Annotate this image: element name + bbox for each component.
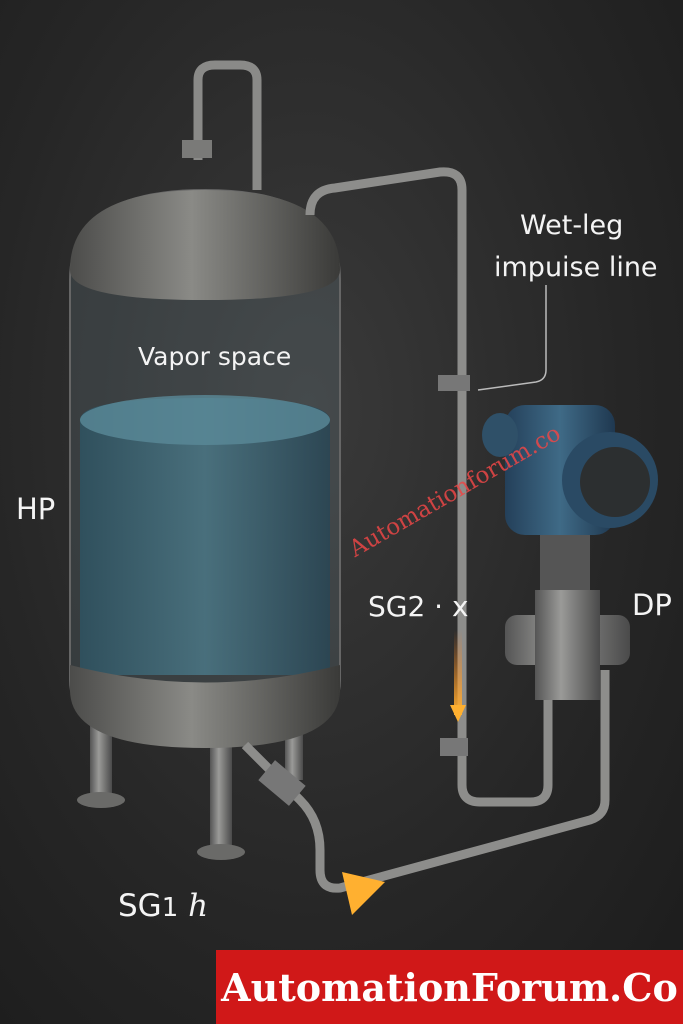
- dp-label: DP: [632, 588, 672, 622]
- arrow-down-icon: [450, 705, 466, 722]
- sg2-label: SG2 · x: [368, 590, 469, 623]
- site-banner: AutomationForum.Co: [216, 950, 683, 1024]
- banner-text: AutomationForum.Co: [221, 964, 678, 1010]
- sg1-sub: 1: [161, 893, 179, 923]
- vapor-space-label: Vapor space: [138, 342, 292, 371]
- sg1-label: SG1 h: [118, 888, 208, 924]
- sg1-var: h: [188, 888, 209, 924]
- arrow-right-icon: [342, 872, 385, 915]
- sg1-prefix: SG: [118, 888, 162, 924]
- liquid: [80, 398, 330, 675]
- flow-arrow-down: [454, 630, 462, 715]
- wet-leg-label-line1: Wet-leg: [520, 210, 624, 241]
- dp-transmitter: [482, 405, 658, 700]
- wet-leg-label-line2: impuise line: [494, 252, 658, 283]
- hp-label: HP: [16, 492, 56, 526]
